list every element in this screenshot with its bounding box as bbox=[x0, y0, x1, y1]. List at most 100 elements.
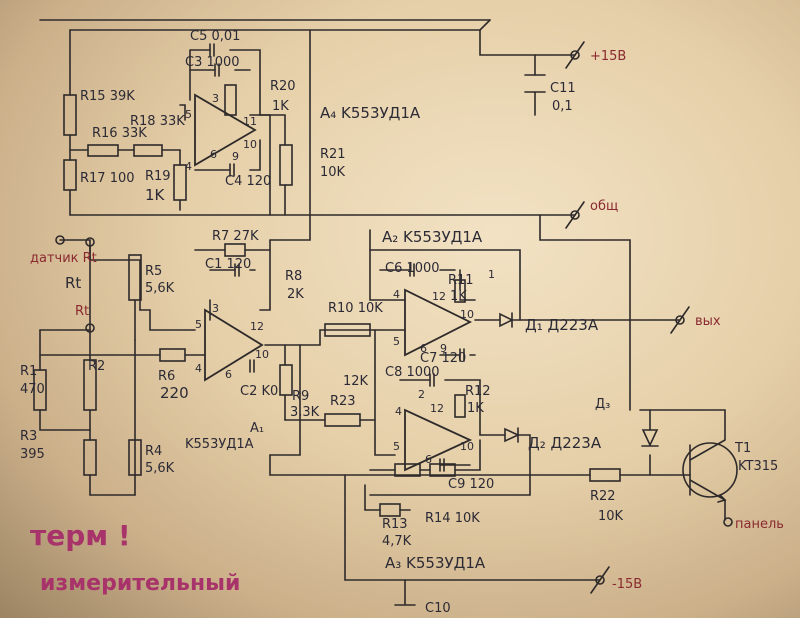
pin-a2-5: 5 bbox=[393, 335, 400, 348]
label-r11-value: 1K bbox=[450, 289, 467, 304]
label-a2: A₂ K553УД1A bbox=[382, 228, 483, 246]
pin-a4-5: 5 bbox=[185, 108, 192, 121]
label-a1-name: A₁ bbox=[250, 421, 264, 436]
pin-a4-6: 6 bbox=[210, 148, 217, 161]
label-rt: Rt bbox=[65, 274, 81, 292]
label-r5-value: 5,6K bbox=[145, 281, 175, 296]
label-c5: C5 0,01 bbox=[190, 29, 240, 44]
label-r9-name: R9 bbox=[292, 389, 309, 404]
pin-a2-10: 10 bbox=[460, 308, 474, 321]
label-t1-name: T1 bbox=[734, 441, 751, 456]
label-r6-name: R6 bbox=[158, 369, 175, 384]
pin-a3-10: 10 bbox=[460, 440, 474, 453]
pin-numbers: 5 4 3 11 10 6 9 5 4 3 12 10 6 4 5 12 10 … bbox=[185, 92, 495, 466]
label-r13-name: R13 bbox=[382, 517, 408, 532]
pin-a2-1: 1 bbox=[488, 268, 495, 281]
label-r11-name: R11 bbox=[448, 273, 474, 288]
label-r8-value: 2K bbox=[287, 287, 304, 302]
label-d2: Д₂ Д223A bbox=[528, 434, 602, 452]
label-r5-name: R5 bbox=[145, 264, 162, 279]
pin-a3-4: 4 bbox=[395, 405, 402, 418]
label-a1-type: K553УД1A bbox=[185, 437, 254, 452]
component-labels: C5 0,01 C3 1000 R15 39K R16 33K R18 33K … bbox=[20, 29, 784, 616]
label-r20-name: R20 bbox=[270, 79, 296, 94]
pin-a2-6: 6 bbox=[420, 342, 427, 355]
pin-a4-10: 10 bbox=[243, 138, 257, 151]
label-rt-small: Rt bbox=[75, 304, 89, 319]
title-line-1: терм ! bbox=[30, 519, 131, 552]
label-a3: A₃ K553УД1A bbox=[385, 554, 486, 572]
label-r18: R18 33K bbox=[130, 114, 185, 129]
label-r12-name: R12 bbox=[465, 384, 491, 399]
label-d3: Д₃ bbox=[595, 397, 610, 412]
label-r22-name: R22 bbox=[590, 489, 616, 504]
label-c10: C10 bbox=[425, 601, 451, 616]
label-output: вых bbox=[695, 314, 721, 329]
label-rt-sensor: датчик Rt bbox=[30, 251, 97, 266]
label-c11-value: 0,1 bbox=[552, 99, 573, 114]
label-c2: C2 K0 bbox=[240, 384, 278, 399]
capacitor-symbols bbox=[209, 43, 465, 472]
label-c3: C3 1000 bbox=[185, 55, 240, 70]
label-r2: R2 bbox=[88, 359, 105, 374]
label-r15: R15 39K bbox=[80, 89, 135, 104]
label-d1: Д₁ Д223A bbox=[525, 316, 599, 334]
pin-a3-5: 5 bbox=[393, 440, 400, 453]
label-r17: R17 100 bbox=[80, 171, 135, 186]
label-plus15: +15B bbox=[590, 49, 626, 64]
pin-a2-4: 4 bbox=[393, 288, 400, 301]
pin-a3-2: 2 bbox=[418, 388, 425, 401]
pin-a4-9: 9 bbox=[232, 150, 239, 163]
label-r3-name: R3 bbox=[20, 429, 37, 444]
label-a4: A₄ K553УД1A bbox=[320, 104, 421, 122]
pin-a1-6: 6 bbox=[225, 368, 232, 381]
label-r21-name: R21 bbox=[320, 147, 346, 162]
opamp-symbols bbox=[194, 93, 473, 472]
label-r9-value: 3,3K bbox=[290, 405, 320, 420]
label-common: общ bbox=[590, 199, 618, 214]
label-c1: C1 120 bbox=[205, 257, 251, 272]
label-c6: C6 1000 bbox=[385, 261, 440, 276]
label-r22-value: 10K bbox=[598, 509, 624, 524]
label-r4-name: R4 bbox=[145, 444, 162, 459]
label-r12-value: 1K bbox=[467, 401, 484, 416]
label-r6-value: 220 bbox=[160, 384, 189, 402]
diode-symbols bbox=[499, 312, 659, 447]
label-c4: C4 120 bbox=[225, 174, 271, 189]
label-r23-name: R23 bbox=[330, 394, 356, 409]
label-r20-value: 1K bbox=[272, 99, 289, 114]
label-c9: C9 120 bbox=[448, 477, 494, 492]
pin-a4-4: 4 bbox=[185, 160, 192, 173]
resistor-symbols bbox=[33, 84, 621, 517]
pin-a2-9: 9 bbox=[440, 342, 447, 355]
terminal-symbols bbox=[55, 41, 733, 594]
pin-a1-10: 10 bbox=[255, 348, 269, 361]
pin-a1-4: 4 bbox=[195, 362, 202, 375]
label-r14: R14 10K bbox=[425, 511, 480, 526]
label-c11-name: C11 bbox=[550, 81, 576, 96]
label-r10: R10 10K bbox=[328, 301, 383, 316]
pin-a2-12: 12 bbox=[432, 290, 446, 303]
pin-a4-3: 3 bbox=[212, 92, 219, 105]
label-r1-value: 470 bbox=[20, 382, 45, 397]
pin-a1-3: 3 bbox=[212, 302, 219, 315]
label-minus15: -15B bbox=[612, 577, 642, 592]
label-r13-value: 4,7K bbox=[382, 534, 412, 549]
label-r7: R7 27K bbox=[212, 229, 259, 244]
label-r4-value: 5,6K bbox=[145, 461, 175, 476]
label-r16: R16 33K bbox=[92, 126, 147, 141]
title-line-2: измерительный bbox=[40, 571, 240, 596]
label-r21-value: 10K bbox=[320, 165, 346, 180]
label-r8-name: R8 bbox=[285, 269, 302, 284]
pin-a1-12: 12 bbox=[250, 320, 264, 333]
label-r3-value: 395 bbox=[20, 447, 45, 462]
pin-a4-11: 11 bbox=[243, 115, 257, 128]
label-r1-name: R1 bbox=[20, 364, 37, 379]
label-t1-type: KT315 bbox=[738, 459, 778, 474]
pin-a3-12: 12 bbox=[430, 402, 444, 415]
label-c7: C7 120 bbox=[420, 351, 466, 366]
label-r19-value: 1K bbox=[145, 186, 166, 204]
transistor-body bbox=[682, 442, 738, 498]
